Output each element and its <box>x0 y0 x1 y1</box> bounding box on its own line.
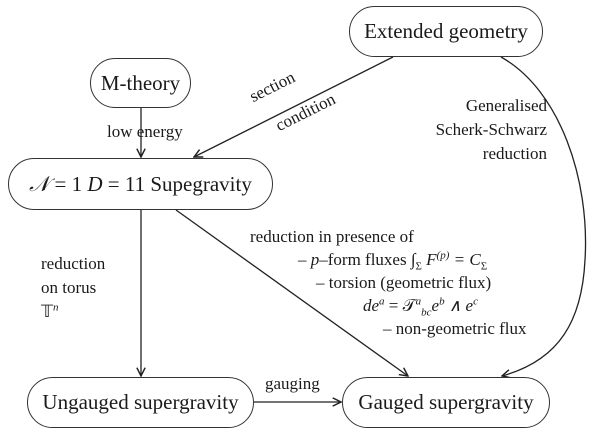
flux-F-sup: (p) <box>436 249 450 262</box>
torsion-T-sup: a <box>415 295 422 308</box>
equals-eleven-text: = 11 Supegravity <box>102 171 252 196</box>
torsion-T: = 𝒯 <box>384 296 416 315</box>
flux-line-2: – p–form fluxes ∫Σ F(p) = CΣ <box>250 248 527 273</box>
torsion-de: de <box>363 296 380 315</box>
label-scherk-schwarz: Generalised Scherk-Schwarz reduction <box>430 94 547 166</box>
label-ss-line3: reduction <box>482 144 547 163</box>
torus-dimension: n <box>53 301 59 314</box>
flux-F: F <box>421 250 437 269</box>
calligraphic-n: 𝒩 <box>29 171 50 196</box>
edge-extgeom-to-gauged <box>501 56 587 376</box>
node-ungauged-supergravity: Ungauged supergravity <box>27 377 254 428</box>
node-gauged-supergravity: Gauged supergravity <box>342 377 550 428</box>
torsion-T-sub: bc <box>421 306 432 319</box>
flux-p: p <box>310 250 320 269</box>
flux-line-1: reduction in presence of <box>250 227 414 246</box>
edge-extgeom-to-sugra11 <box>194 56 394 157</box>
torsion-wedge: ∧ e <box>444 296 474 315</box>
flux-form-text: –form fluxes ∫ <box>319 250 416 269</box>
flux-line-5: – non-geometric flux <box>383 319 527 338</box>
label-torus-line3: 𝕋n <box>41 300 105 324</box>
flux-line-3: – torsion (geometric flux) <box>316 273 492 292</box>
flux-C: = C <box>449 250 481 269</box>
node-sugra-d11: 𝒩 = 1 D = 11 Supegravity <box>8 158 273 210</box>
label-torus-reduction: reduction on torus 𝕋n <box>41 252 105 324</box>
node-extended-geometry-label: Extended geometry <box>364 19 528 43</box>
label-flux-reduction: reduction in presence of – p–form fluxes… <box>250 225 527 340</box>
torsion-b: b <box>439 295 445 308</box>
node-extended-geometry: Extended geometry <box>349 6 543 57</box>
node-ungauged-label: Ungauged supergravity <box>42 390 239 414</box>
dimension-d: D <box>87 171 103 196</box>
node-sugra-d11-label: 𝒩 = 1 D = 11 Supegravity <box>29 172 252 197</box>
node-m-theory: M-theory <box>90 58 191 108</box>
node-m-theory-label: M-theory <box>100 70 181 95</box>
node-gauged-label: Gauged supergravity <box>358 390 534 414</box>
flux-dash: – <box>298 250 311 269</box>
label-gauging: gauging <box>265 374 320 393</box>
label-ss-line1: Generalised <box>465 96 547 115</box>
edge-sugra11-to-gauged <box>175 209 408 376</box>
label-torus-line2: on torus <box>41 278 97 297</box>
torsion-c: c <box>473 295 478 308</box>
torus-symbol: 𝕋 <box>41 302 54 321</box>
label-low-energy: low energy <box>107 122 183 141</box>
flux-C-sub: Σ <box>480 260 488 273</box>
label-torus-line1: reduction <box>41 254 106 273</box>
torsion-e: e <box>431 296 440 315</box>
flux-line-4: dea = 𝒯abceb ∧ ec <box>250 294 527 319</box>
equals-one: = 1 <box>49 171 88 196</box>
torsion-a: a <box>379 295 385 308</box>
flux-int-sub: Σ <box>415 260 422 273</box>
label-ss-line2: Scherk-Schwarz <box>435 120 547 139</box>
